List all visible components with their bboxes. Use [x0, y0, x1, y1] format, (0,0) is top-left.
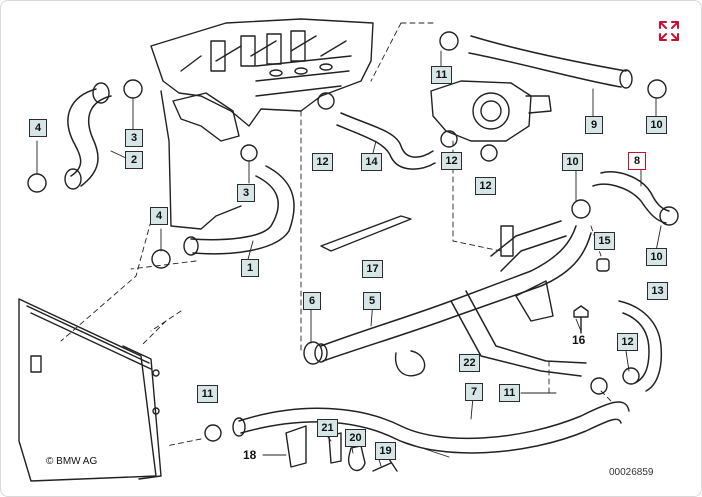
part-label-12: 12: [312, 153, 333, 171]
hose-clamps: [27, 31, 679, 442]
document-number: 00026859: [609, 467, 654, 478]
part-label-3: 3: [125, 129, 143, 147]
part-label-18: 18: [243, 448, 257, 462]
part-label-11c: 11: [197, 385, 218, 403]
part-label-19: 19: [375, 442, 396, 460]
part-label-12c: 12: [475, 177, 496, 195]
part-label-13: 13: [647, 282, 668, 300]
part-label-10b: 10: [562, 153, 583, 171]
part-label-2: 2: [125, 151, 143, 169]
copyright-text: © BMW AG: [46, 456, 98, 467]
part-label-4: 4: [29, 119, 47, 137]
part-label-1: 1: [241, 259, 259, 277]
part-label-17: 17: [362, 260, 383, 278]
part-label-9: 9: [585, 116, 603, 134]
radiator: [18, 298, 162, 482]
part-label-11: 11: [431, 66, 452, 84]
expand-arrows-icon[interactable]: [657, 19, 681, 43]
part-label-12d: 12: [617, 333, 638, 351]
part-label-3b: 3: [237, 184, 255, 202]
part-label-7: 7: [465, 383, 483, 401]
part-label-22: 22: [459, 354, 480, 372]
part-label-10c: 10: [646, 248, 667, 266]
part-label-5: 5: [363, 292, 381, 310]
engine-block: [150, 18, 374, 230]
part-label-10: 10: [646, 116, 667, 134]
part-label-16: 16: [572, 333, 586, 347]
throttle-body: [430, 80, 552, 142]
part-label-4b: 4: [150, 207, 168, 225]
part-label-6: 6: [303, 292, 321, 310]
part-label-14: 14: [361, 153, 382, 171]
part-label-20: 20: [345, 429, 366, 447]
part-label-12b: 12: [441, 152, 462, 170]
part-label-15: 15: [594, 232, 615, 250]
part-label-21: 21: [317, 419, 338, 437]
part-label-11b: 11: [499, 384, 520, 402]
part-label-8-highlighted[interactable]: 8: [628, 152, 646, 170]
